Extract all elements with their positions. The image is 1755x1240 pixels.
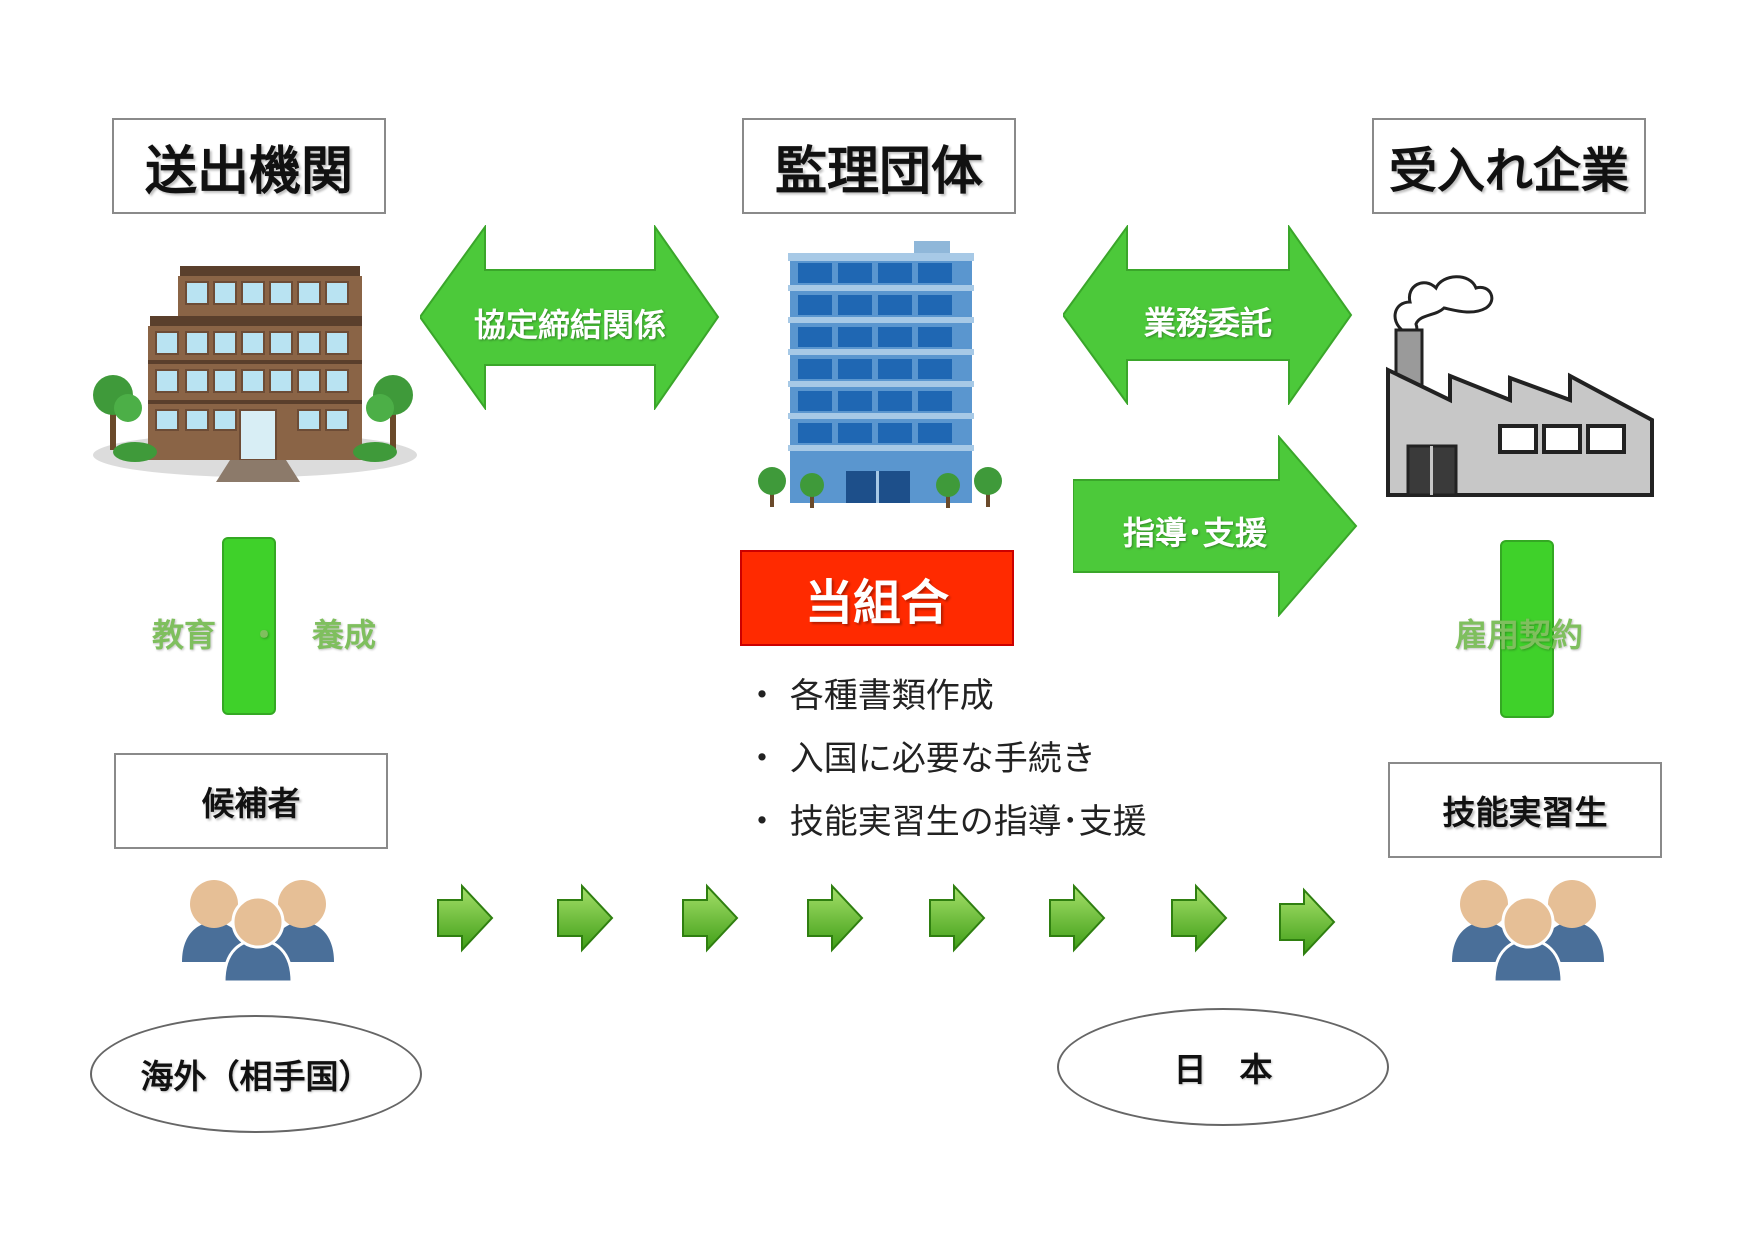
- header-supervising-org: 監理団体: [742, 118, 1016, 214]
- supervising-org-building-icon: [758, 241, 1002, 508]
- bullet-item: ・ 技能実習生の指導･支援: [745, 802, 1147, 842]
- guidance-label: 指導･支援: [1122, 514, 1267, 552]
- header-sending-org: 送出機関: [112, 118, 386, 214]
- outsourcing-double-arrow: [1063, 225, 1353, 405]
- candidate-box: 候補者: [114, 753, 388, 849]
- japan-oval: 日 本: [1057, 1008, 1389, 1126]
- bullet-item: ・ 各種書類作成: [745, 676, 994, 716]
- sending-org-building-icon: [93, 266, 417, 482]
- guidance-arrow: [1073, 435, 1358, 617]
- bullet-item: ・ 入国に必要な手続き: [745, 739, 1096, 779]
- header-host-company: 受入れ企業: [1372, 118, 1646, 214]
- progress-arrows: [437, 883, 1336, 957]
- employment-vertical-bar: [1500, 540, 1554, 718]
- education-vertical-bar: [222, 537, 276, 715]
- outsourcing-label: 業務委託: [1143, 304, 1272, 342]
- our-union-box: 当組合: [740, 550, 1014, 646]
- factory-icon: [1386, 275, 1654, 497]
- agreement-label: 協定締結関係: [473, 306, 666, 344]
- trainees-people-icon: [1452, 880, 1604, 982]
- arrow-right-icon: [437, 883, 494, 953]
- agreement-double-arrow: [420, 225, 720, 410]
- education-label: 教育 ・ 養成: [152, 616, 377, 654]
- overseas-oval: 海外（相手国）: [90, 1015, 422, 1133]
- employment-label: 雇用契約: [1455, 616, 1584, 654]
- candidates-people-icon: [182, 880, 334, 982]
- trainee-box: 技能実習生: [1388, 762, 1662, 858]
